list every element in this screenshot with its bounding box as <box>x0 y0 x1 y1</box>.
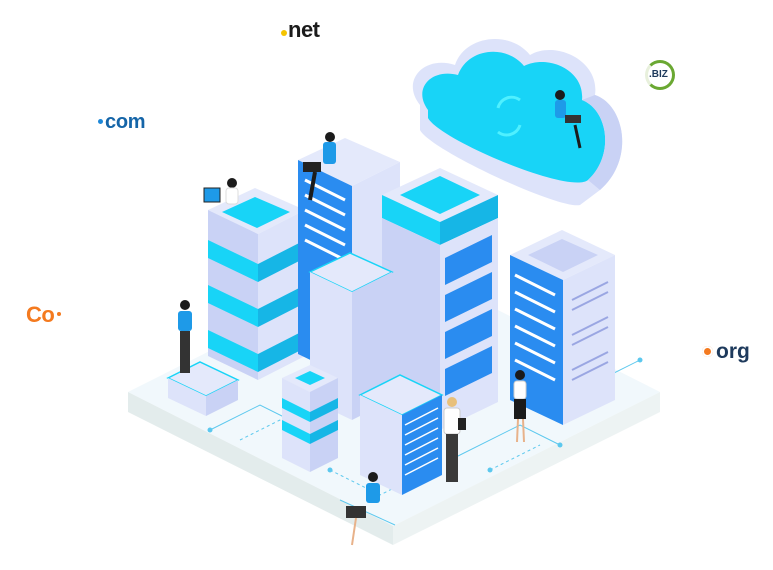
domain-org-logo: org <box>702 341 750 362</box>
orange-dot-icon <box>57 312 62 316</box>
net-text: net <box>288 17 320 42</box>
person-with-tablet <box>178 300 192 373</box>
sync-icon <box>496 95 522 137</box>
domain-co-logo: Co <box>26 302 62 327</box>
person-on-rack <box>303 132 336 201</box>
biz-text: .BIZ <box>649 69 668 80</box>
blue-dot-icon <box>98 119 103 124</box>
person-with-clipboard <box>443 397 466 482</box>
cloud <box>412 38 623 206</box>
co-text: Co <box>26 302 55 327</box>
stacked-server-left <box>208 188 305 380</box>
person-on-cloud <box>555 90 582 149</box>
domain-biz-logo: .BIZ <box>645 60 675 90</box>
domain-com-logo: com <box>98 111 146 133</box>
server-rack-front <box>358 374 444 495</box>
yellow-dot-icon <box>281 30 287 36</box>
person-on-left-server <box>203 178 239 205</box>
person-sitting-laptop <box>346 472 380 546</box>
domain-net-logo: net <box>281 19 320 41</box>
org-flower-icon <box>702 346 713 357</box>
com-text: com <box>105 111 146 133</box>
person-at-rack <box>513 370 527 443</box>
stacked-server-small <box>282 365 338 472</box>
server-tower-center <box>382 168 498 430</box>
org-text: org <box>716 340 750 363</box>
